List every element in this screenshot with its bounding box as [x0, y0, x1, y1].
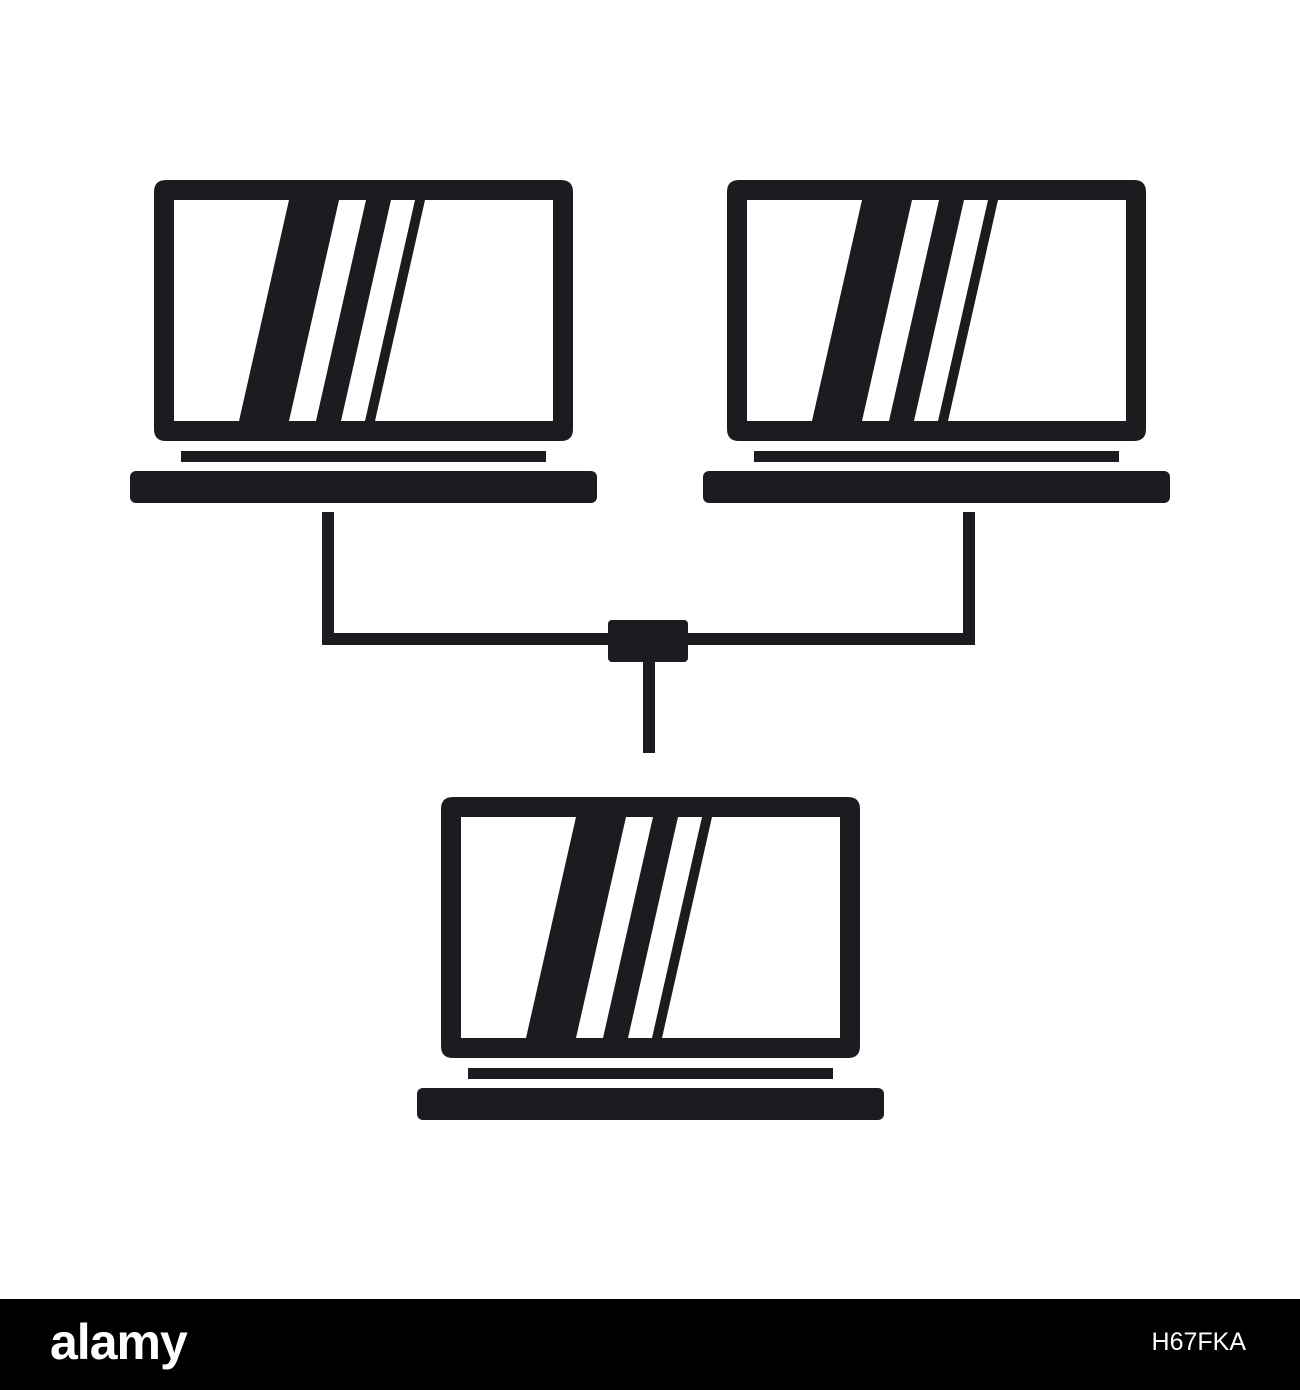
watermark-footer: alamy H67FKA	[0, 1299, 1300, 1390]
laptop-left-icon	[130, 180, 597, 503]
network-cables	[322, 512, 975, 753]
laptop-right-icon	[703, 180, 1170, 503]
brand-logo: alamy	[50, 1314, 188, 1370]
network-hub-icon	[608, 620, 688, 662]
stock-image-id: H67FKA	[1151, 1328, 1246, 1356]
network-diagram	[130, 180, 1170, 1120]
cable-left	[322, 512, 612, 645]
cable-right	[686, 512, 975, 645]
laptop-bottom-icon	[417, 797, 884, 1120]
